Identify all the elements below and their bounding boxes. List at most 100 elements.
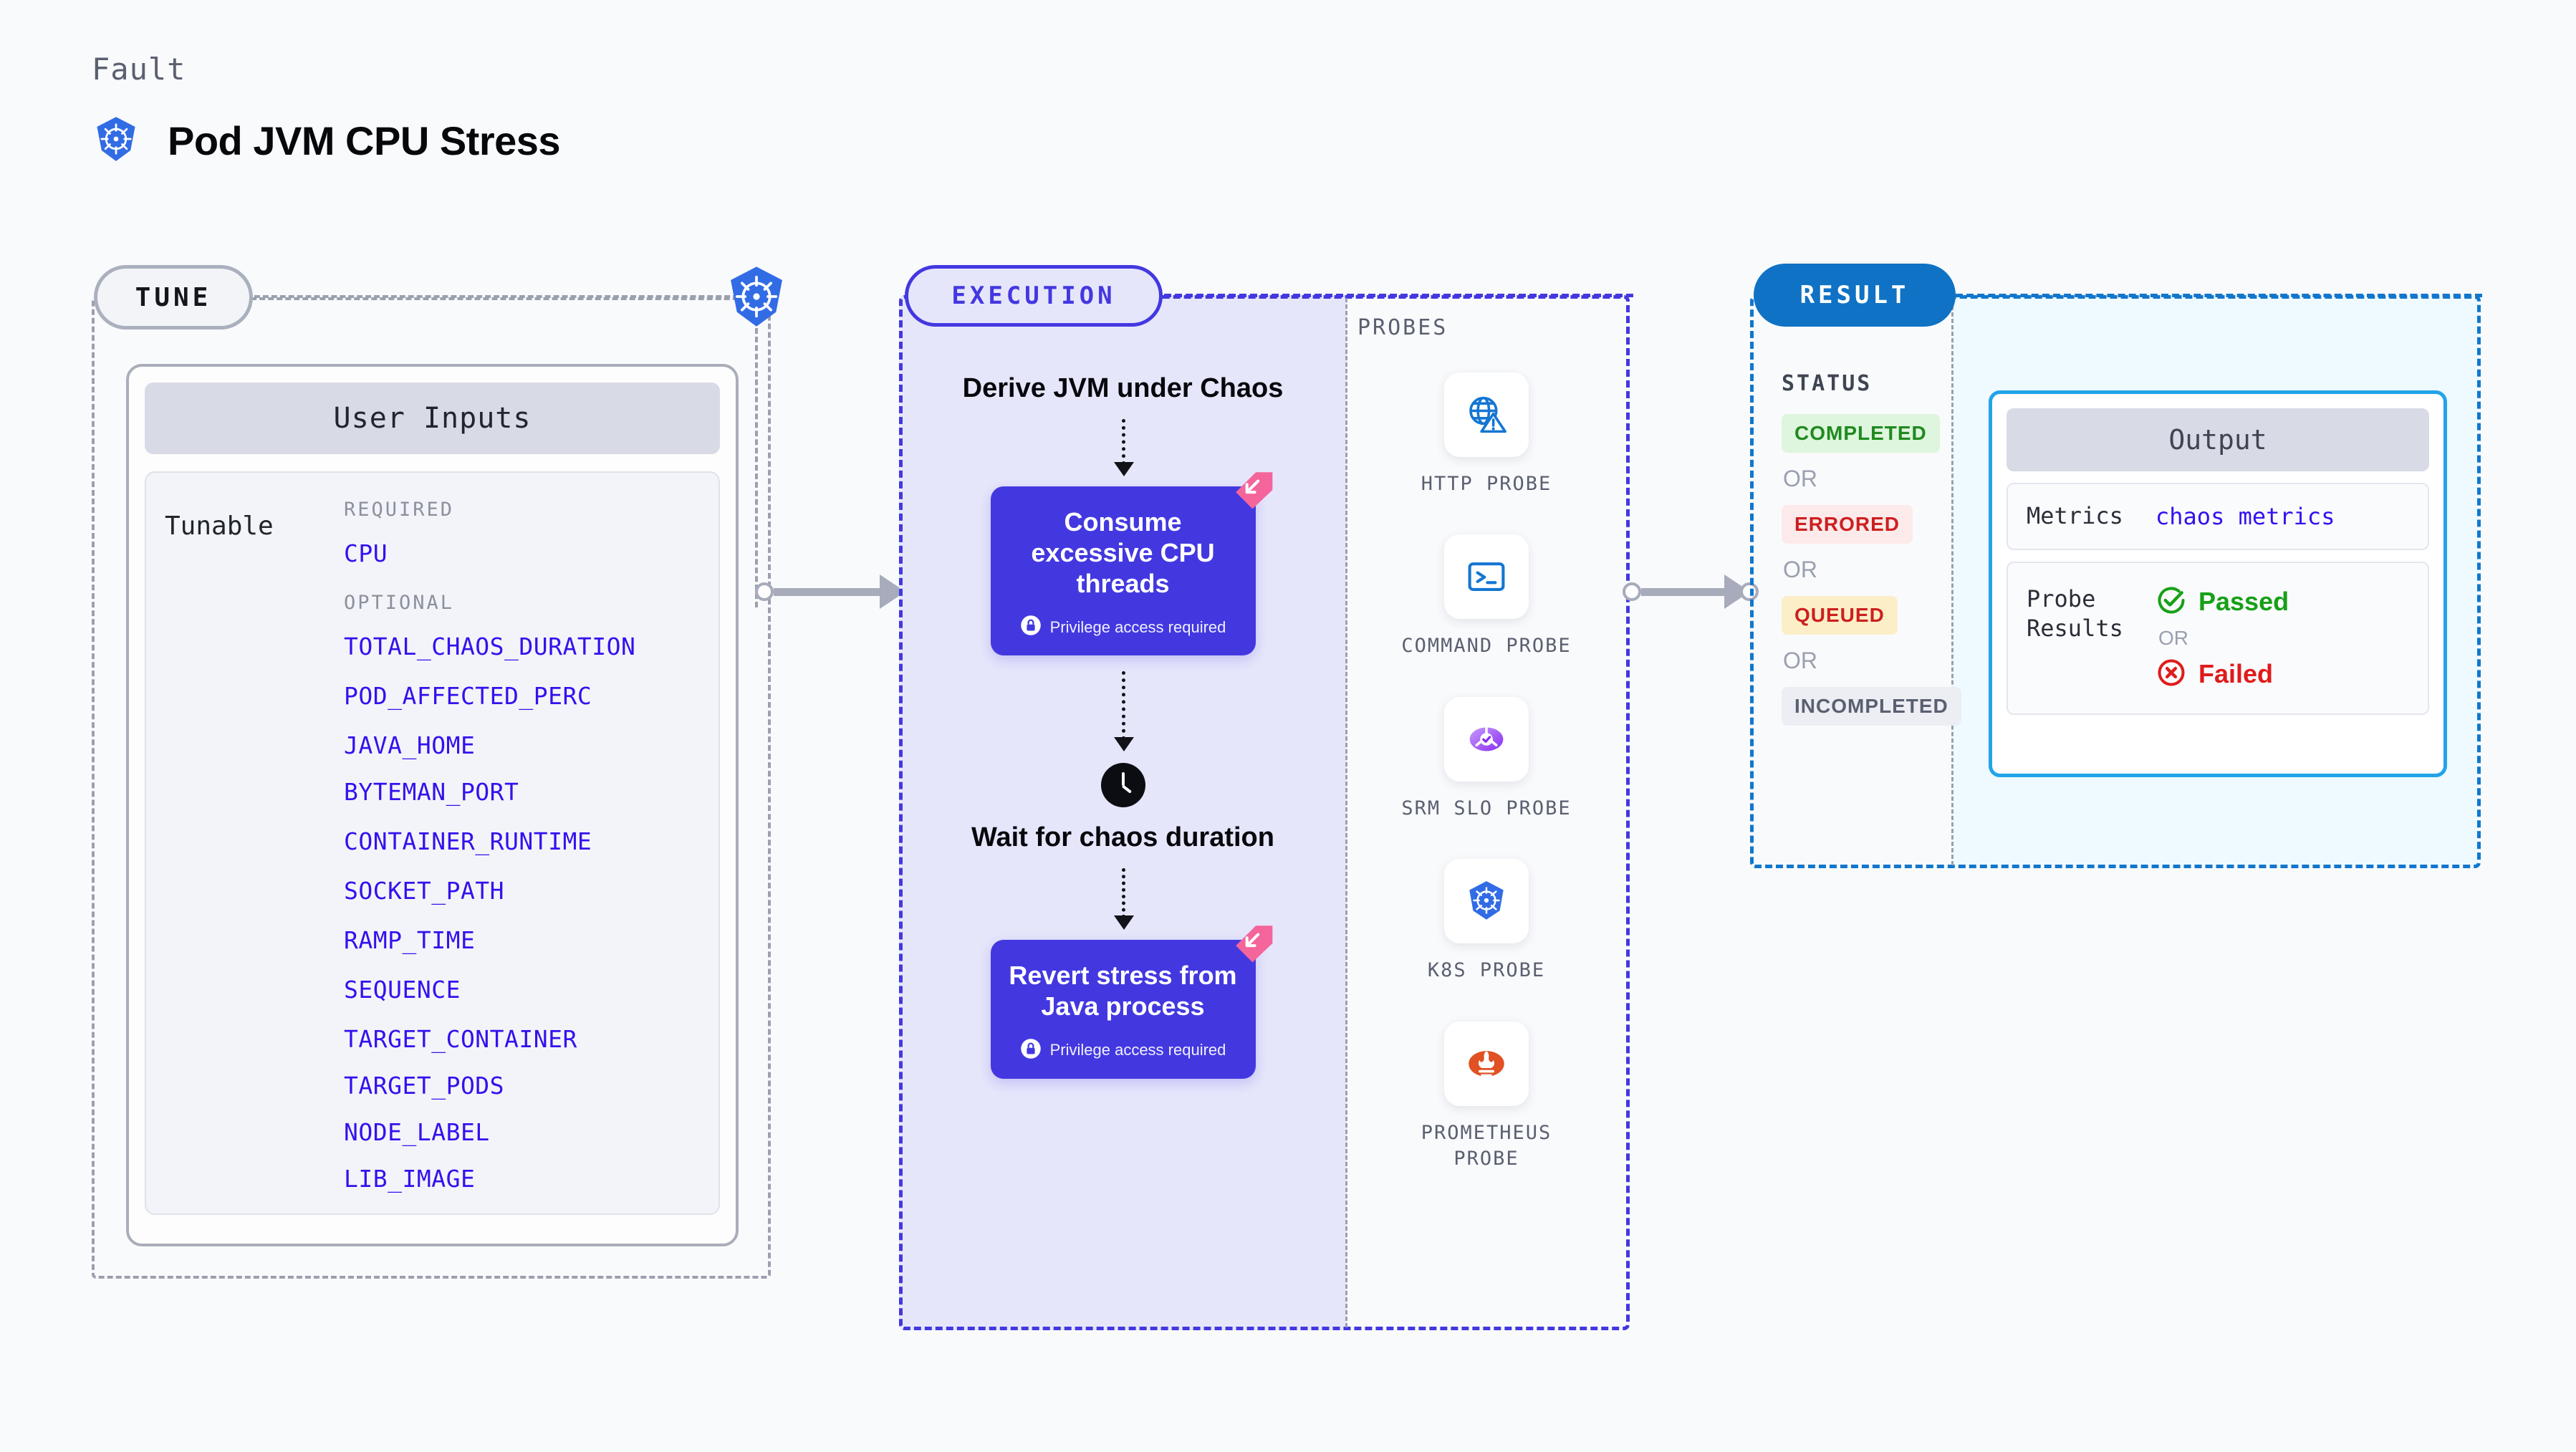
output-header: Output: [2007, 408, 2429, 471]
status-badge: COMPLETED: [1782, 414, 1940, 453]
status-badge: INCOMPLETED: [1782, 687, 1961, 726]
probe-result-or: OR: [2158, 626, 2188, 649]
probes-label: PROBES: [1357, 315, 1448, 340]
flow-step-revert-label: Revert stress from Java process: [1009, 961, 1237, 1021]
connector-bar: [774, 587, 880, 596]
probe-label: COMMAND PROBE: [1401, 635, 1572, 658]
connector-end-dot: [1740, 582, 1759, 601]
parameter-link[interactable]: RAMP_TIME: [344, 926, 476, 954]
probe-http[interactable]: HTTP PROBE: [1421, 372, 1552, 497]
parameter-link[interactable]: BYTEMAN_PORT: [344, 778, 519, 806]
probe-srm-slo[interactable]: SRM SLO PROBE: [1401, 696, 1572, 822]
privilege-text: Privilege access required: [1049, 1041, 1226, 1059]
page-eyebrow: Fault: [92, 52, 186, 87]
parameter-link[interactable]: TARGET_CONTAINER: [344, 1025, 577, 1053]
globe-warning-icon: [1444, 372, 1529, 457]
terminal-icon: [1443, 534, 1529, 620]
probe-label: PROMETHEUS PROBE: [1421, 1121, 1552, 1170]
execution-pill[interactable]: EXECUTION: [905, 265, 1163, 327]
privilege-text: Privilege access required: [1049, 617, 1226, 636]
parameter-link[interactable]: JAVA_HOME: [344, 731, 476, 759]
chaos-ribbon-icon: [1231, 921, 1276, 966]
lock-icon: [1020, 615, 1042, 640]
status-or-label: OR: [1783, 466, 1817, 491]
kubernetes-drop-line: [755, 328, 758, 607]
flow-step-consume-label: Consume excessive CPU threads: [1031, 506, 1215, 599]
privilege-row: Privilege access required: [1005, 1038, 1241, 1063]
parameter-list: REQUIRED CPU OPTIONAL TOTAL_CHAOS_DURATION P…: [344, 494, 700, 1193]
kubernetes-icon: [724, 264, 789, 330]
user-inputs-body: Tunable REQUIRED CPU OPTIONAL TOTAL_CHAOS_D…: [145, 471, 720, 1215]
tune-pill[interactable]: TUNE: [94, 265, 253, 330]
probe-result-failed: Failed: [2156, 657, 2289, 692]
parameter-link[interactable]: TOTAL_CHAOS_DURATION: [344, 633, 636, 660]
tune-top-dash: [254, 295, 756, 298]
parameter-link[interactable]: TARGET_PODS: [344, 1072, 505, 1100]
probes-divider: [1345, 298, 1347, 1327]
parameter-link[interactable]: CONTAINER_RUNTIME: [344, 827, 592, 855]
status-badge: ERRORED: [1782, 505, 1913, 544]
connector-tune-execution: [755, 574, 905, 609]
parameter-link[interactable]: LIB_IMAGE: [344, 1165, 476, 1193]
parameter-link[interactable]: SOCKET_PATH: [344, 877, 505, 905]
failed-label: Failed: [2198, 659, 2274, 689]
prometheus-icon: [1444, 1021, 1529, 1106]
probe-label: SRM SLO PROBE: [1401, 797, 1572, 819]
probe-results-row: Probe Results Passed OR: [2007, 561, 2429, 715]
page-title: Pod JVM CPU Stress: [168, 118, 561, 163]
status-or-label: OR: [1783, 557, 1817, 582]
status-or-label: OR: [1783, 648, 1817, 673]
connector-start-dot: [1623, 582, 1641, 601]
connector-start-dot: [755, 582, 774, 601]
probe-list: HTTP PROBE COMMAND PROBE: [1361, 372, 1612, 1173]
tune-section: [92, 297, 771, 1279]
flow-arrow: [1113, 671, 1134, 752]
connector-bar: [1641, 587, 1724, 596]
flow-arrow: [1113, 868, 1134, 931]
passed-label: Passed: [2198, 587, 2289, 617]
probe-results-values: Passed OR Failed: [2156, 585, 2289, 692]
probe-command[interactable]: COMMAND PROBE: [1401, 534, 1571, 659]
execution-flow: Derive JVM under Chaos Consume excessive…: [899, 372, 1347, 1079]
status-label: STATUS: [1782, 371, 1873, 396]
result-divider: [1951, 299, 1953, 865]
result-pill[interactable]: RESULT: [1754, 264, 1956, 327]
probe-prometheus[interactable]: PROMETHEUS PROBE: [1393, 1021, 1580, 1173]
metrics-value-link[interactable]: chaos metrics: [2156, 502, 2335, 530]
privilege-row: Privilege access required: [1005, 615, 1241, 640]
probe-label: HTTP PROBE: [1421, 473, 1552, 495]
flow-step-wait: Wait for chaos duration: [971, 822, 1274, 853]
probe-k8s[interactable]: K8S PROBE: [1428, 859, 1545, 984]
connector-execution-result: [1623, 574, 1759, 609]
slo-gauge-icon: [1443, 696, 1529, 782]
execution-top-dash: [1164, 294, 1633, 297]
parameter-link[interactable]: NODE_LABEL: [344, 1118, 490, 1146]
output-card: Output Metrics chaos metrics Probe Resul…: [1989, 390, 2447, 777]
optional-group-label: OPTIONAL: [344, 592, 455, 614]
flow-step-revert-card[interactable]: Revert stress from Java process Privileg…: [990, 925, 1272, 1079]
status-list: COMPLETED OR ERRORED OR QUEUED OR INCOMPLETED: [1782, 414, 1961, 726]
chaos-ribbon-icon: [1231, 468, 1276, 512]
parameter-link[interactable]: SEQUENCE: [344, 976, 461, 1004]
kubernetes-icon: [92, 115, 140, 167]
flow-step-consume-card[interactable]: Consume excessive CPU threads Privilege …: [990, 472, 1272, 656]
x-circle-icon: [2156, 657, 2187, 692]
clock-icon: [1100, 763, 1145, 808]
probe-label: K8S PROBE: [1427, 959, 1546, 982]
user-inputs-header: User Inputs: [145, 383, 720, 454]
tunable-label: Tunable: [165, 511, 274, 541]
page-title-row: Pod JVM CPU Stress: [92, 115, 561, 167]
kubernetes-icon: [1444, 859, 1529, 944]
flow-step-derive: Derive JVM under Chaos: [962, 373, 1284, 403]
metrics-row: Metrics chaos metrics: [2007, 483, 2429, 550]
parameter-link[interactable]: CPU: [344, 539, 388, 567]
result-top-dash: [1956, 294, 2482, 297]
lock-icon: [1020, 1038, 1042, 1063]
probe-result-passed: Passed: [2156, 585, 2289, 620]
required-group-label: REQUIRED: [344, 499, 455, 521]
flow-arrow: [1113, 418, 1134, 476]
parameter-link[interactable]: POD_AFFECTED_PERC: [344, 682, 592, 710]
status-badge: QUEUED: [1782, 596, 1898, 635]
